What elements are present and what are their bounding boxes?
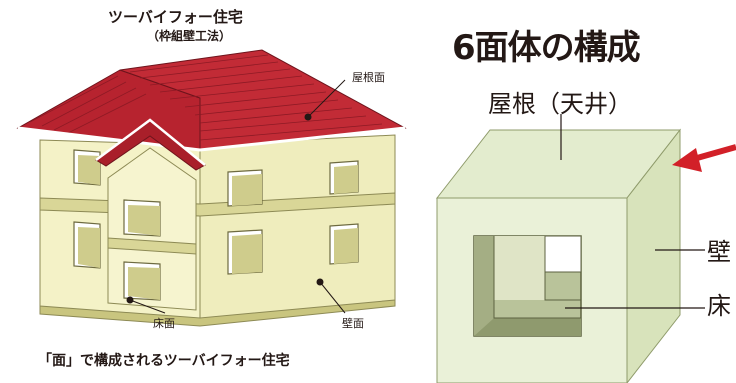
cube-label-wall: 壁 [707,238,731,266]
house-illustration [16,49,407,327]
house-windows [73,149,359,301]
cube-callouts [560,114,705,309]
cube-opening [473,235,582,337]
cube-label-floor: 床 [707,292,731,320]
house-callouts [126,79,346,314]
house-side-wall [199,134,396,319]
label-wall-face: 壁面 [342,317,364,330]
house-caption: 「面」で構成されるツーバイフォー住宅 [38,353,290,369]
roof-shingles [29,54,383,141]
label-roof-face: 屋根面 [352,71,385,84]
cube-label-roof: 屋根（天井） [488,90,632,118]
house-title: ツーバイフォー住宅 [108,8,243,26]
cube-illustration [435,114,736,383]
house-subtitle: （枠組壁工法） [147,29,232,43]
cube-arrow [672,144,736,172]
house-gable-band [107,237,197,255]
house-eave [17,126,406,152]
cube-title: 6面体の構成 [452,28,641,68]
label-floor-face: 床面 [153,317,175,330]
